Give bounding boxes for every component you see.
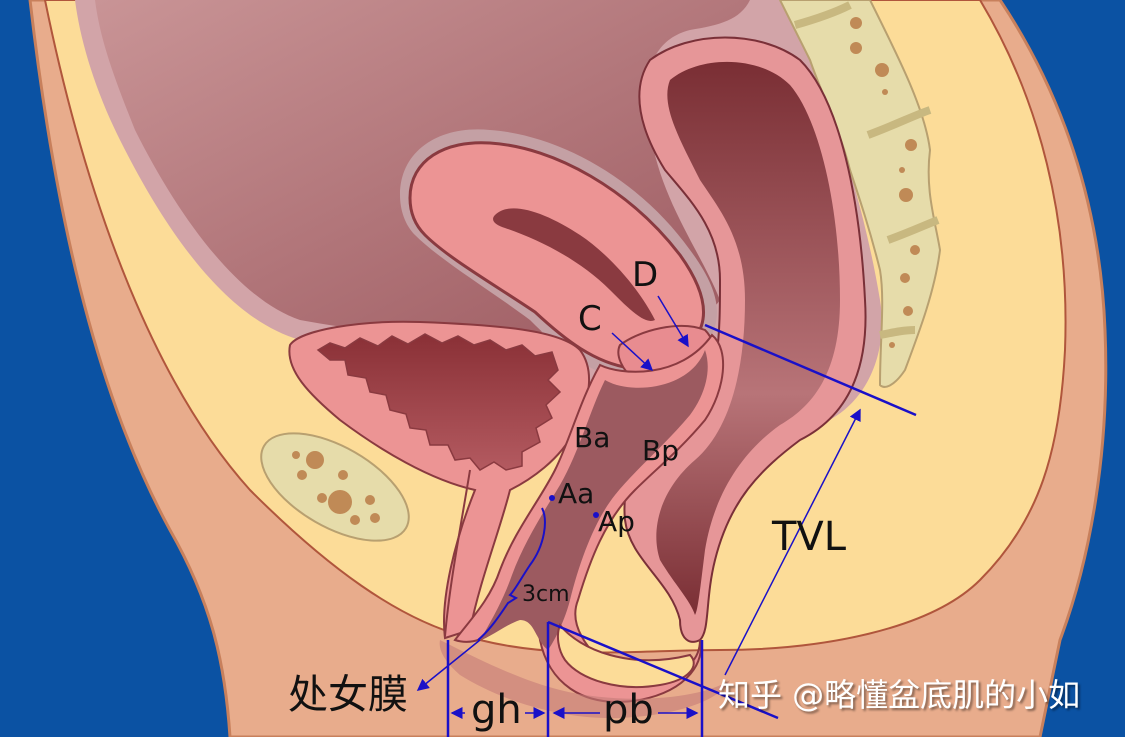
pubic-bone: [260, 432, 410, 542]
introitus-shadow: [439, 640, 730, 719]
label-3cm: 3cm: [522, 582, 570, 607]
perineal-body: [556, 623, 695, 688]
label-point-c: C: [578, 299, 602, 339]
label-point-ba: Ba: [574, 421, 611, 454]
point-ap-marker: [593, 512, 599, 518]
label-point-aa: Aa: [558, 477, 595, 510]
vaginal-lumen: [480, 350, 708, 650]
label-point-ap: Ap: [598, 505, 635, 538]
urethra: [444, 469, 471, 637]
sacrum-spots: [850, 17, 920, 348]
rectum-lumen: [656, 61, 840, 615]
label-hymen: 处女膜: [288, 672, 408, 718]
bladder-lumen: [316, 333, 562, 471]
annotation-lines: [416, 295, 917, 737]
uterine-cavity: [493, 208, 655, 321]
label-point-d: D: [632, 255, 659, 295]
label-pb: pb: [603, 687, 654, 733]
label-point-bp: Bp: [642, 434, 679, 467]
label-gh: gh: [471, 687, 522, 733]
zhihu-watermark: 知乎 @略懂盆底肌的小如: [718, 676, 1081, 714]
point-markers: [549, 495, 599, 518]
pubic-bone-spots: [292, 451, 380, 525]
point-aa-marker: [549, 495, 555, 501]
label-tvl: TVL: [772, 514, 847, 560]
sacrum-segments: [793, 1, 940, 339]
